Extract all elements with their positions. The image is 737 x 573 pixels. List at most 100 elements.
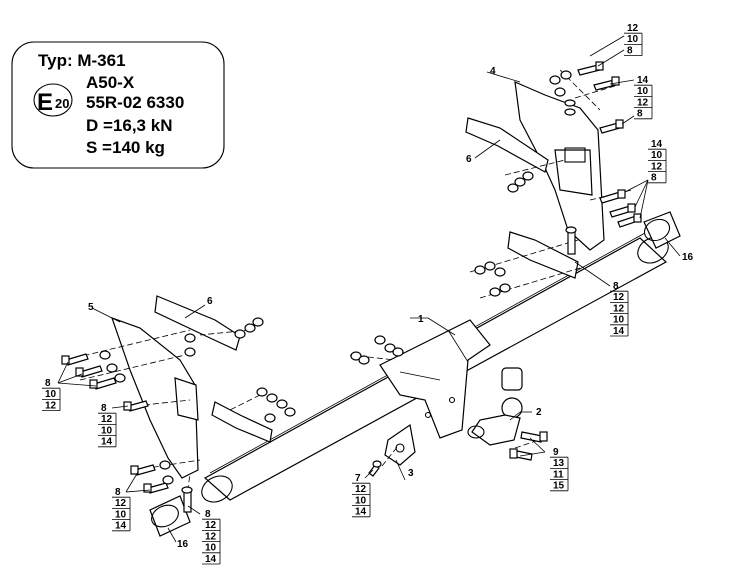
washer-icon bbox=[184, 333, 196, 357]
stack-value: 12 bbox=[205, 531, 217, 542]
nut-icon bbox=[507, 171, 534, 193]
stack-value: 14 bbox=[205, 554, 217, 565]
stack-value: 10 bbox=[651, 150, 663, 161]
callout-4: 4 bbox=[490, 66, 496, 77]
plate-type: Typ: M-361 bbox=[38, 51, 126, 70]
bolt-icon bbox=[593, 76, 620, 91]
stack-value: 14 bbox=[355, 507, 367, 518]
left-bracket bbox=[111, 295, 273, 479]
washer-icon bbox=[99, 350, 126, 383]
stack-value: 14 bbox=[637, 75, 649, 86]
bolt-icon bbox=[368, 460, 382, 477]
nut-icon bbox=[350, 335, 404, 365]
stack-value: 10 bbox=[115, 509, 127, 520]
stack-value: 8 bbox=[115, 487, 121, 498]
stack-value: 15 bbox=[553, 481, 565, 492]
stack-value: 14 bbox=[613, 326, 625, 337]
stack-value: 12 bbox=[651, 161, 663, 172]
stack-value: 8 bbox=[45, 378, 51, 389]
bolt-icon bbox=[599, 189, 626, 204]
callout-5: 5 bbox=[88, 302, 94, 313]
assembly-lines bbox=[65, 69, 633, 501]
stack-value: 7 bbox=[355, 473, 361, 484]
fasteners bbox=[61, 61, 642, 513]
plate-d-value: D =16,3 kN bbox=[86, 116, 172, 135]
stack-value: 10 bbox=[45, 389, 57, 400]
bolt-icon bbox=[617, 213, 642, 228]
callout-16-left: 16 bbox=[177, 539, 189, 550]
stack-value: 12 bbox=[205, 520, 217, 531]
stack-value: 8 bbox=[627, 45, 633, 56]
stack-value: 13 bbox=[553, 458, 565, 469]
leader-lines bbox=[57, 35, 681, 543]
nut-icon bbox=[159, 460, 174, 485]
bolt-icon bbox=[181, 486, 193, 513]
callout-16-right: 16 bbox=[682, 252, 694, 263]
bolt-icon bbox=[89, 377, 117, 390]
nut-icon bbox=[234, 317, 264, 339]
stack-value: 9 bbox=[553, 447, 559, 458]
stack-value: 8 bbox=[613, 281, 619, 292]
bolt-icon bbox=[520, 431, 548, 443]
stack-value: 12 bbox=[613, 303, 625, 314]
plate-e-number: 20 bbox=[55, 96, 69, 111]
stack-value: 10 bbox=[637, 86, 649, 97]
stack-value: 14 bbox=[101, 437, 113, 448]
stack-value: 12 bbox=[627, 23, 639, 34]
stack-value: 12 bbox=[45, 400, 57, 411]
end-cap-right bbox=[643, 211, 681, 249]
right-bracket bbox=[465, 81, 605, 279]
nut-icon bbox=[549, 70, 572, 97]
stack-value: 12 bbox=[355, 484, 367, 495]
e-mark-circle bbox=[33, 83, 73, 117]
bolt-icon bbox=[143, 482, 169, 494]
stack-value: 8 bbox=[651, 173, 657, 184]
bolt-icon bbox=[61, 353, 89, 366]
plate-e-mark: E bbox=[37, 89, 53, 116]
nut-icon bbox=[256, 387, 296, 423]
washer-icon bbox=[564, 99, 576, 116]
plate-approval: A50-X bbox=[86, 73, 135, 92]
stack-value: 8 bbox=[101, 403, 107, 414]
bolt-icon bbox=[599, 119, 624, 134]
stack-value: 12 bbox=[101, 414, 113, 425]
stack-value: 12 bbox=[115, 498, 127, 509]
bolt-icon bbox=[609, 203, 636, 218]
plate-regulation: 55R-02 6330 bbox=[86, 93, 184, 112]
stack-value: 8 bbox=[637, 109, 643, 120]
stack-value: 10 bbox=[101, 425, 113, 436]
stack-value: 10 bbox=[613, 315, 625, 326]
stack-value: 10 bbox=[205, 543, 217, 554]
socket-plate bbox=[384, 423, 416, 466]
stack-value: 10 bbox=[627, 34, 639, 45]
stack-value: 14 bbox=[115, 521, 127, 532]
type-plate: Typ: M-361 A50-X E 20 55R-02 6330 D =16,… bbox=[11, 41, 225, 169]
stack-value: 11 bbox=[553, 469, 564, 480]
bolt-icon bbox=[130, 464, 156, 476]
callout-6-left: 6 bbox=[207, 296, 213, 307]
callout-labels: 1 2 3 4 5 6 6 16 16 bbox=[88, 66, 694, 550]
stack-value: 8 bbox=[205, 509, 211, 520]
callout-3: 3 bbox=[408, 468, 414, 479]
center-bracket bbox=[379, 319, 491, 439]
plate-s-value: S =140 kg bbox=[86, 138, 165, 157]
end-cap-left bbox=[149, 495, 191, 537]
bolt-icon bbox=[565, 226, 577, 255]
callout-1: 1 bbox=[418, 314, 424, 325]
tow-ball bbox=[467, 367, 523, 446]
callout-6-top: 6 bbox=[466, 154, 472, 165]
stack-value: 10 bbox=[355, 495, 367, 506]
